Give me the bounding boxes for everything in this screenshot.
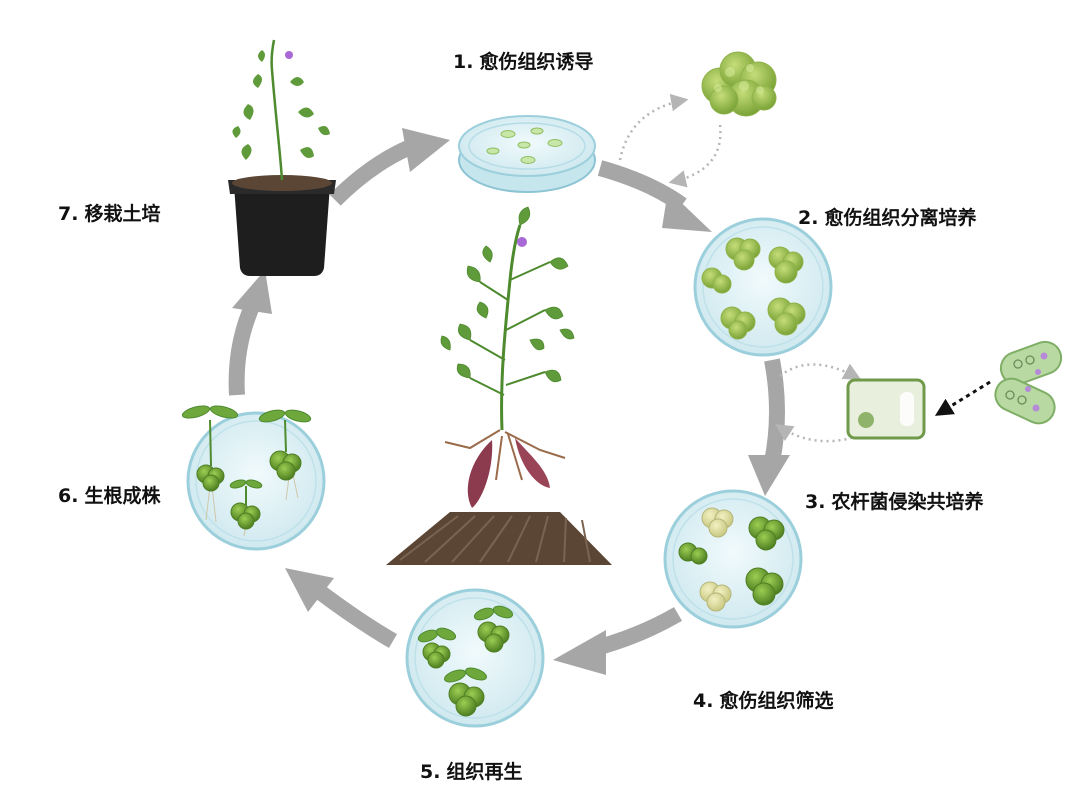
step-label-4: 4.愈伤组织筛选: [693, 686, 833, 713]
arrow-1-to-2: [597, 160, 712, 232]
petri-dish-icon: [458, 115, 596, 193]
step-text-3: 农杆菌侵染共培养: [831, 491, 984, 513]
step-text-7: 移栽土培: [84, 203, 161, 225]
step-number-7: 7.: [58, 203, 79, 225]
callus-plate-icon: [693, 217, 833, 357]
step-number-5: 5.: [420, 761, 441, 783]
arrow-3-to-4: [553, 607, 683, 675]
step-number-1: 1.: [453, 51, 474, 73]
arrow-2-to-3: [748, 358, 790, 496]
cycle-arrows: [228, 128, 790, 675]
arrow-5-to-6: [228, 270, 272, 396]
culture-chamber-icon: [846, 378, 926, 440]
step-number-3: 3.: [805, 491, 826, 513]
arrow-7-to-1: [329, 128, 450, 206]
step-label-7: 7.移栽土培: [58, 199, 160, 226]
infection-arrow: [934, 380, 991, 416]
step-label-2: 2.愈伤组织分离培养: [798, 203, 976, 230]
rooting-plate-icon: [181, 405, 326, 551]
sweet-potato-plant-icon: [440, 206, 575, 508]
step-text-1: 愈伤组织诱导: [479, 51, 594, 73]
regeneration-plate-icon: [405, 588, 545, 728]
step-label-6: 6.生根成株: [58, 481, 160, 508]
step-text-6: 生根成株: [84, 485, 161, 507]
selection-plate-icon: [663, 489, 803, 629]
potted-plant-icon: [228, 39, 336, 276]
arrow-4-to-5: [285, 568, 397, 648]
step-text-2: 愈伤组织分离培养: [824, 207, 977, 229]
soil-field-icon: [386, 512, 612, 565]
dotted-loop-step1: [618, 93, 722, 188]
step-text-4: 愈伤组织筛选: [719, 690, 834, 712]
seedling-icon: [417, 605, 514, 683]
agrobacterium-icon: [994, 340, 1063, 425]
step-number-4: 4.: [693, 690, 714, 712]
callus-icon: [701, 51, 777, 117]
step-number-2: 2.: [798, 207, 819, 229]
step-label-5: 5.组织再生: [420, 757, 522, 784]
step-label-1: 1.愈伤组织诱导: [453, 47, 593, 74]
step-number-6: 6.: [58, 485, 79, 507]
dotted-loop-step2: [775, 363, 862, 443]
step-text-5: 组织再生: [446, 761, 523, 783]
step-label-3: 3.农杆菌侵染共培养: [805, 487, 983, 514]
